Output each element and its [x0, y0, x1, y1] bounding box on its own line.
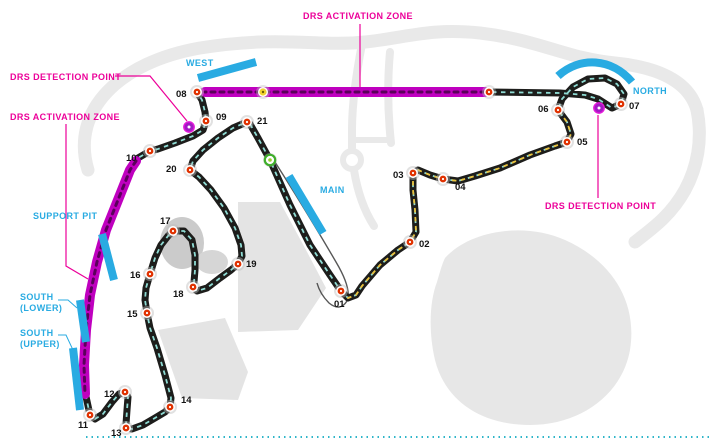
special-markers-layer: [256, 85, 496, 167]
drs-detection-point-label-north: DRS DETECTION POINT: [545, 201, 656, 211]
turn-label-15: 15: [127, 309, 138, 320]
map-labels: DRS ACTIVATION ZONE DRS DETECTION POINT …: [10, 11, 667, 349]
turn-label-14: 14: [181, 395, 192, 406]
turn-label-03: 03: [393, 170, 404, 181]
track-centerline-yellow: [340, 109, 572, 299]
south-lower-label-line2: (LOWER): [20, 303, 62, 313]
leader-lines: [58, 24, 599, 351]
turn-marker-14: [163, 400, 177, 414]
turn-label-18: 18: [173, 289, 184, 300]
center-road-south: [350, 166, 378, 230]
main-grandstand-bar: [285, 173, 327, 236]
turn-marker-15: [140, 306, 154, 320]
turn-marker-13: [119, 421, 133, 435]
south-lower-bar: [76, 299, 90, 343]
turn-label-20: 20: [166, 164, 177, 175]
grandstand-bars: [69, 58, 636, 411]
drs-detection-layer: [183, 102, 605, 133]
marina-area: [430, 230, 632, 425]
turn-marker-06: [551, 103, 565, 117]
turn-label-08: 08: [176, 89, 187, 100]
drs-activation-zone-label-west: DRS ACTIVATION ZONE: [10, 112, 120, 122]
west-stand-label: WEST: [186, 58, 214, 68]
perimeter-road: [77, 25, 704, 177]
turn-marker-12: [118, 385, 132, 399]
main-stand-label: MAIN: [320, 185, 345, 195]
south-upper-label-line2: (UPPER): [20, 339, 60, 349]
south-upper-label-line1: SOUTH: [20, 328, 54, 338]
drs-zone-end-marker: [482, 85, 496, 99]
support-pit-label: SUPPORT PIT: [33, 211, 98, 221]
turn-label-01: 01: [334, 299, 345, 310]
drs-activation-zone-label-top: DRS ACTIVATION ZONE: [303, 11, 413, 21]
drs-activation-zones: [79, 87, 490, 399]
turn-marker-05: [560, 135, 574, 149]
support-pit-bar: [98, 232, 118, 282]
turn-label-21: 21: [257, 116, 268, 127]
turn-marker-07: [614, 97, 628, 111]
turn-marker-17: [166, 224, 180, 238]
roundabout: [340, 148, 364, 172]
leader-drs-activation-left: [65, 124, 89, 280]
turn-marker-19: [231, 257, 245, 271]
turn-label-17: 17: [160, 216, 171, 227]
turn-label-02: 02: [419, 239, 430, 250]
drs-zone-west-straight-dash: [82, 159, 138, 396]
turn-label-16: 16: [130, 270, 141, 281]
turn-marker-18: [186, 280, 200, 294]
leader-south-upper: [58, 334, 74, 351]
turn-label-05: 05: [577, 137, 588, 148]
turn-marker-01: [334, 284, 348, 298]
turn-marker-08: [190, 85, 204, 99]
green-marker: [263, 153, 277, 167]
hotel-annex: [196, 250, 228, 274]
drs-detection-point-label-west: DRS DETECTION POINT: [10, 72, 121, 82]
paddock-area: [238, 202, 326, 332]
turn-marker-10: [143, 144, 157, 158]
turn-marker-16: [143, 267, 157, 281]
center-road-east: [384, 48, 395, 147]
turn-marker-02: [403, 235, 417, 249]
turn-label-10: 10: [126, 153, 137, 164]
turn-markers-layer: 01 02 03 04 05 06 07 08 09 10 11 12 13 14 15 16 17 18 19 20…: [78, 85, 640, 439]
perimeter-road-east: [628, 103, 706, 249]
south-lower-label-line1: SOUTH: [20, 292, 54, 302]
turn-label-19: 19: [246, 259, 257, 270]
yellow-marker: [256, 85, 270, 99]
west-grandstand-bar: [196, 58, 258, 82]
drs-detection-point-north: [593, 102, 605, 114]
background-areas: [158, 202, 632, 425]
turn-label-04: 04: [455, 182, 466, 193]
south-upper-bar: [69, 347, 84, 411]
south-buildings: [158, 318, 248, 400]
turn-marker-03: [406, 166, 420, 180]
turn-label-09: 09: [216, 112, 227, 123]
leader-drs-detection-left: [115, 75, 188, 122]
north-grandstand-bar: [555, 58, 636, 85]
turn-marker-09: [199, 114, 213, 128]
drs-detection-point-west: [183, 121, 195, 133]
turn-label-06: 06: [538, 104, 549, 115]
leader-south-lower: [58, 299, 78, 309]
turn-label-07: 07: [629, 101, 640, 112]
turn-label-12: 12: [104, 389, 115, 400]
north-stand-label: NORTH: [633, 86, 667, 96]
turn-marker-11: [83, 408, 97, 422]
turn-marker-21: [240, 115, 254, 129]
turn-label-11: 11: [78, 420, 89, 431]
turn-marker-20: [183, 163, 197, 177]
turn-label-13: 13: [111, 428, 122, 439]
turn-marker-04: [436, 172, 450, 186]
